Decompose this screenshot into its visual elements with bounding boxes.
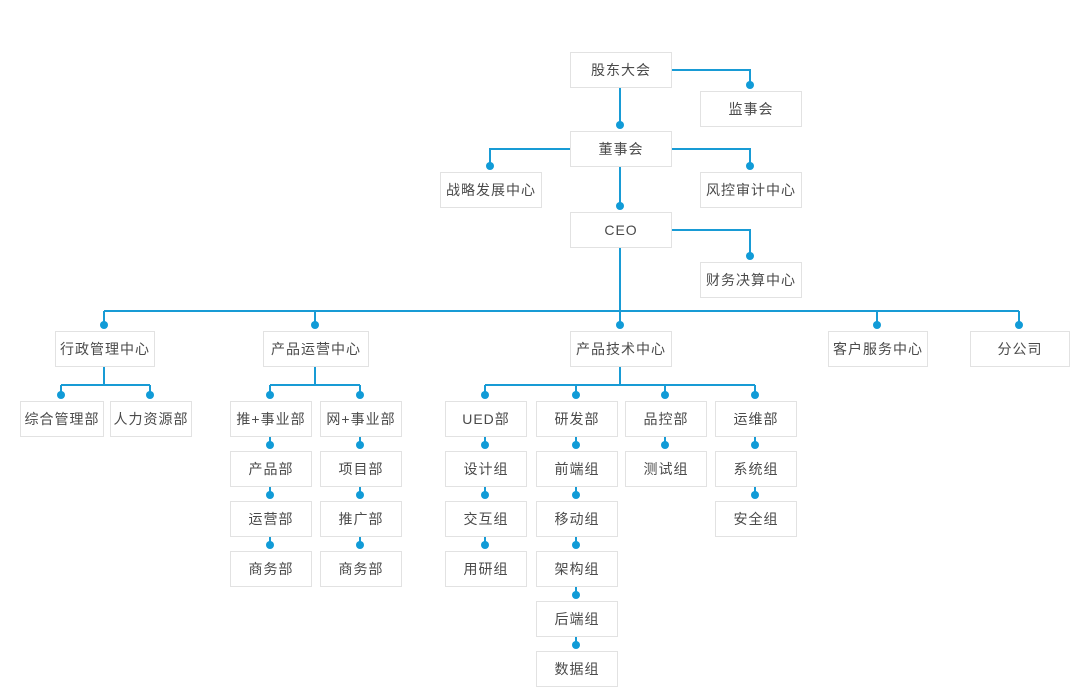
edge-ceo-finance bbox=[670, 229, 751, 256]
node-branch-company: 分公司 bbox=[970, 331, 1070, 367]
edge-ceo-main-spine bbox=[103, 248, 1020, 325]
node-tui-business-dept: 商务部 bbox=[230, 551, 312, 587]
node-ceo: CEO bbox=[570, 212, 672, 248]
node-wang-business-unit: 网+事业部 bbox=[320, 401, 402, 437]
edge-tech-children bbox=[484, 367, 756, 395]
node-tech-center: 产品技术中心 bbox=[570, 331, 672, 367]
node-admin-center: 行政管理中心 bbox=[55, 331, 155, 367]
edge-dots bbox=[57, 81, 1023, 649]
node-rd-dept: 研发部 bbox=[536, 401, 618, 437]
node-mobile-group: 移动组 bbox=[536, 501, 618, 537]
edge-board-risk-audit bbox=[670, 148, 751, 166]
node-ops-center: 产品运营中心 bbox=[263, 331, 369, 367]
edge-admin-children bbox=[60, 367, 151, 395]
edge-shareholders-supervisory bbox=[670, 69, 751, 85]
node-wang-project-dept: 项目部 bbox=[320, 451, 402, 487]
node-ued-dept: UED部 bbox=[445, 401, 527, 437]
node-strategy-center: 战略发展中心 bbox=[440, 172, 542, 208]
node-devops-dept: 运维部 bbox=[715, 401, 797, 437]
node-general-mgmt-dept: 综合管理部 bbox=[20, 401, 104, 437]
node-data-group: 数据组 bbox=[536, 651, 618, 687]
edge-board-strategy bbox=[489, 148, 570, 166]
node-risk-audit-center: 风控审计中心 bbox=[700, 172, 802, 208]
node-shareholders-meeting: 股东大会 bbox=[570, 52, 672, 88]
edge-ops-children bbox=[269, 367, 361, 395]
node-board-of-directors: 董事会 bbox=[570, 131, 672, 167]
node-tui-operation-dept: 运营部 bbox=[230, 501, 312, 537]
node-qc-dept: 品控部 bbox=[625, 401, 707, 437]
node-backend-group: 后端组 bbox=[536, 601, 618, 637]
node-arch-group: 架构组 bbox=[536, 551, 618, 587]
node-service-center: 客户服务中心 bbox=[828, 331, 928, 367]
node-design-group: 设计组 bbox=[445, 451, 527, 487]
node-finance-center: 财务决算中心 bbox=[700, 262, 802, 298]
node-interaction-group: 交互组 bbox=[445, 501, 527, 537]
node-test-group: 测试组 bbox=[625, 451, 707, 487]
node-security-group: 安全组 bbox=[715, 501, 797, 537]
node-research-group: 用研组 bbox=[445, 551, 527, 587]
node-system-group: 系统组 bbox=[715, 451, 797, 487]
node-wang-promotion-dept: 推广部 bbox=[320, 501, 402, 537]
node-tui-business-unit: 推+事业部 bbox=[230, 401, 312, 437]
node-hr-dept: 人力资源部 bbox=[110, 401, 192, 437]
node-wang-business-dept: 商务部 bbox=[320, 551, 402, 587]
node-tui-product-dept: 产品部 bbox=[230, 451, 312, 487]
node-supervisory-board: 监事会 bbox=[700, 91, 802, 127]
node-frontend-group: 前端组 bbox=[536, 451, 618, 487]
